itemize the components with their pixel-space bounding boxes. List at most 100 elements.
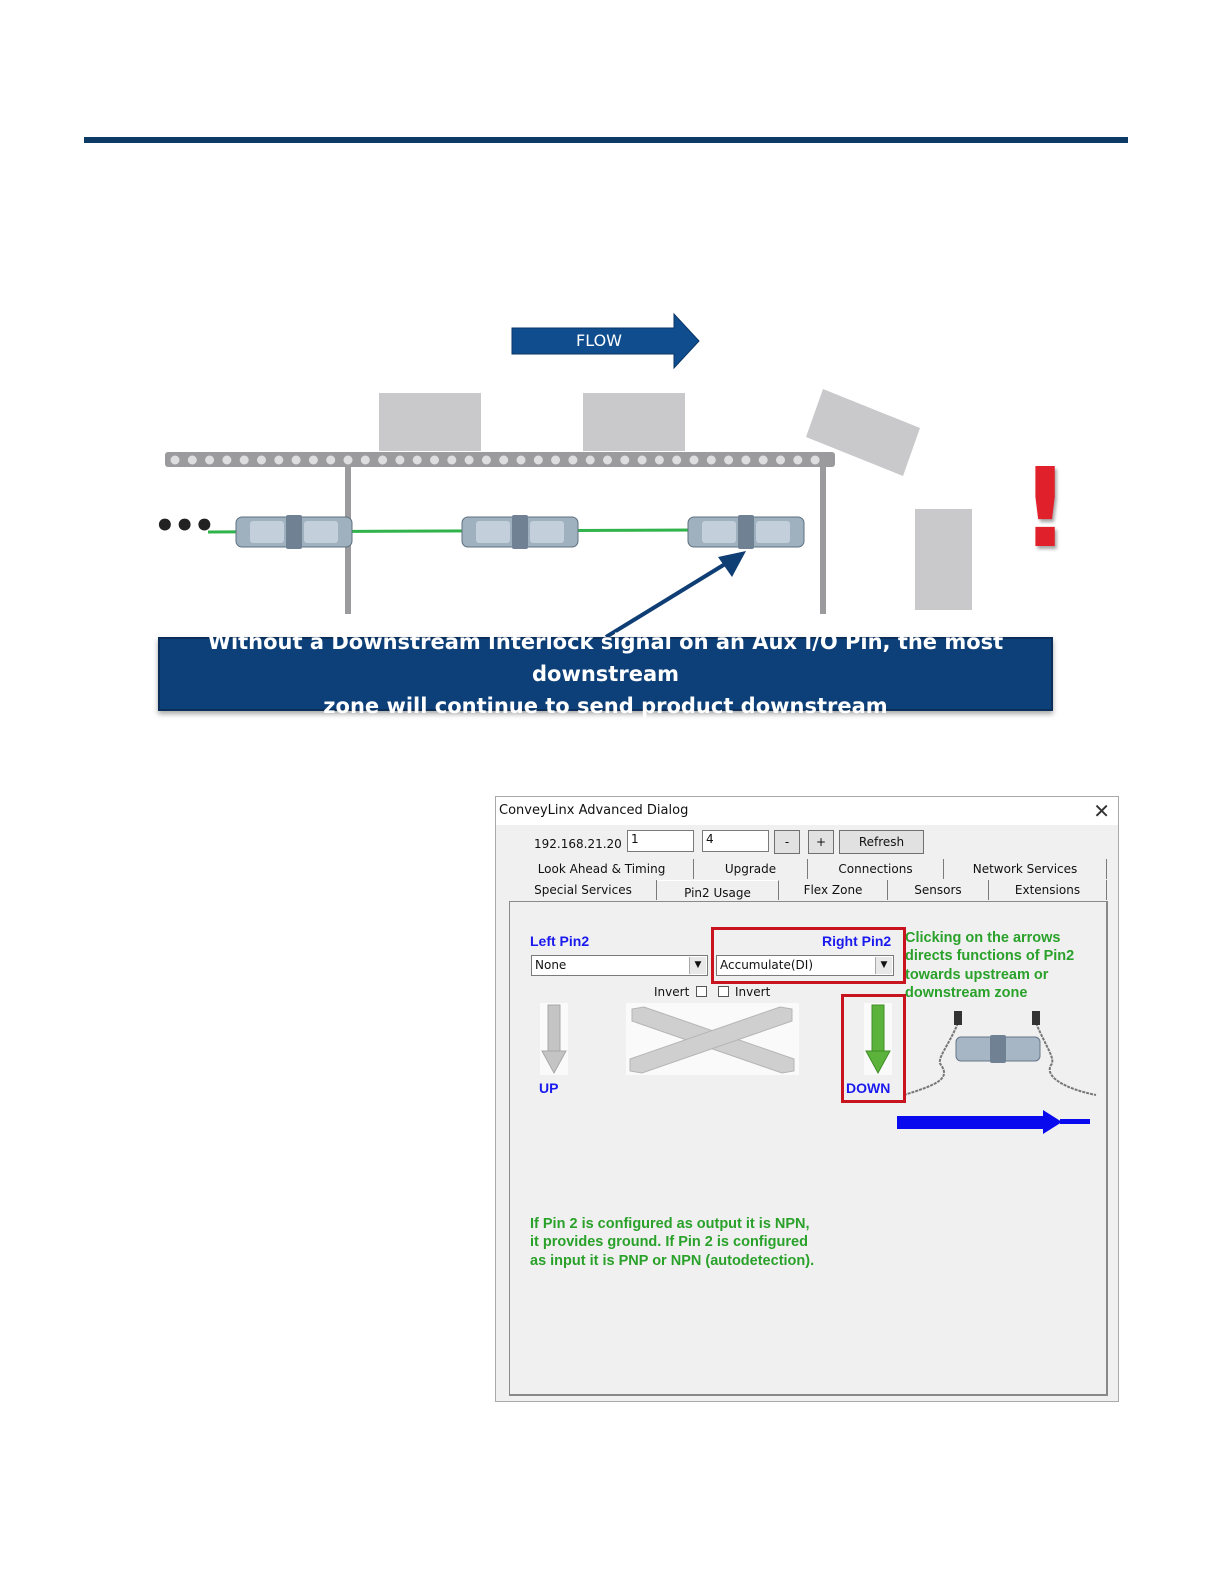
roller bbox=[308, 455, 318, 465]
pin2-note: If Pin 2 is configured as output it is N… bbox=[530, 1215, 814, 1270]
roller bbox=[776, 455, 785, 465]
upstream-arrow-icon bbox=[540, 1003, 568, 1075]
tab-pin2-usage[interactable]: Pin2 Usage bbox=[657, 880, 779, 900]
tab-connections[interactable]: Connections bbox=[808, 859, 944, 879]
roller bbox=[758, 455, 768, 465]
roller bbox=[464, 455, 474, 465]
roller bbox=[257, 455, 266, 465]
callout-line-1: Without a Downstream Interlock signal on… bbox=[207, 630, 1004, 686]
flow-label: FLOW bbox=[576, 331, 622, 350]
refresh-button[interactable]: Refresh bbox=[839, 830, 924, 854]
arrows-note: Clicking on the arrows directs functions… bbox=[905, 929, 1074, 1002]
ip-address: 192.168.21.20 bbox=[534, 837, 622, 851]
roller bbox=[170, 455, 180, 465]
tab-row-2: Special Services Pin2 Usage Flex Zone Se… bbox=[510, 880, 1107, 900]
downstream-arrow-icon bbox=[864, 1003, 892, 1075]
controller-module-2 bbox=[461, 515, 579, 549]
arrows-note-line: towards upstream or bbox=[905, 966, 1049, 983]
falling-package-box bbox=[806, 389, 920, 476]
pin2-note-line: as input it is PNP or NPN (autodetection… bbox=[530, 1252, 815, 1269]
right-pin2-highlight bbox=[711, 927, 906, 984]
advanced-dialog: ConveyLinx Advanced Dialog ✕ 192.168.21.… bbox=[495, 796, 1119, 1402]
tab-row-1: Look Ahead & Timing Upgrade Connections … bbox=[510, 859, 1107, 879]
callout-line-2: zone will continue to send product downs… bbox=[323, 694, 888, 718]
roller bbox=[551, 455, 561, 465]
header-rule bbox=[84, 137, 1128, 143]
roller bbox=[724, 455, 734, 465]
roller bbox=[412, 455, 422, 465]
tab-look-ahead[interactable]: Look Ahead & Timing bbox=[510, 859, 694, 879]
pointer-arrow-line bbox=[604, 559, 732, 639]
roller bbox=[672, 455, 682, 465]
controller-module-icon bbox=[903, 1011, 1097, 1096]
roller bbox=[430, 455, 439, 465]
roller bbox=[291, 455, 301, 465]
roller bbox=[516, 455, 526, 465]
roller bbox=[585, 455, 595, 465]
invert-left-checkbox[interactable] bbox=[696, 986, 707, 997]
controller-module-1 bbox=[235, 515, 353, 549]
roller bbox=[222, 455, 232, 465]
invert-left-label: Invert bbox=[654, 985, 690, 999]
roller bbox=[274, 455, 284, 465]
tab-flex-zone[interactable]: Flex Zone bbox=[779, 880, 888, 900]
flow-direction-arrow bbox=[897, 1110, 1090, 1134]
up-label[interactable]: UP bbox=[539, 1080, 559, 1096]
roller bbox=[603, 455, 612, 465]
down-label[interactable]: DOWN bbox=[846, 1080, 891, 1096]
package-box bbox=[583, 393, 685, 451]
chevron-down-icon[interactable]: ▼ bbox=[689, 957, 706, 974]
tab-extensions[interactable]: Extensions bbox=[989, 880, 1107, 900]
conveyor-leg bbox=[820, 467, 826, 614]
pin2-note-line: it provides ground. If Pin 2 is configur… bbox=[530, 1234, 808, 1251]
pin2-note-line: If Pin 2 is configured as output it is N… bbox=[530, 1216, 810, 1232]
roller bbox=[378, 455, 388, 465]
arrows-note-line: Clicking on the arrows bbox=[905, 930, 1061, 946]
controller-module-3 bbox=[687, 515, 805, 549]
right-pin2-select[interactable]: Accumulate(DI) ▼ bbox=[716, 955, 894, 976]
flow-arrow bbox=[511, 312, 700, 370]
right-pin2-value: Accumulate(DI) bbox=[720, 958, 814, 972]
roller bbox=[568, 455, 578, 465]
roller bbox=[343, 455, 353, 465]
roller bbox=[741, 455, 751, 465]
left-pin2-select[interactable]: None ▼ bbox=[531, 955, 708, 976]
roller bbox=[706, 455, 716, 465]
roller bbox=[326, 455, 336, 465]
roller bbox=[360, 455, 370, 465]
arrows-note-line: downstream zone bbox=[905, 984, 1028, 1001]
pin2-arrows-graphic bbox=[540, 1003, 1097, 1134]
exclamation-icon: ! bbox=[1020, 444, 1071, 572]
tab-upgrade[interactable]: Upgrade bbox=[694, 859, 808, 879]
title-bar: ConveyLinx Advanced Dialog ✕ bbox=[496, 797, 1118, 825]
invert-right-checkbox[interactable] bbox=[718, 986, 729, 997]
tab-network-services[interactable]: Network Services bbox=[944, 859, 1107, 879]
left-pin2-value: None bbox=[535, 958, 567, 972]
package-box bbox=[379, 393, 481, 451]
cross-arrows-icon bbox=[626, 1003, 799, 1075]
roller bbox=[533, 455, 543, 465]
field-1-input[interactable]: 1 bbox=[627, 830, 694, 852]
roller bbox=[187, 455, 197, 465]
roller bbox=[689, 455, 699, 465]
roller bbox=[637, 455, 647, 465]
down-arrow-highlight bbox=[841, 994, 906, 1103]
roller bbox=[810, 455, 820, 465]
arrows-note-line: directs functions of Pin2 bbox=[905, 948, 1075, 965]
invert-right-label: Invert bbox=[735, 985, 771, 999]
plus-button[interactable]: + bbox=[808, 830, 834, 854]
roller bbox=[481, 455, 491, 465]
minus-button[interactable]: - bbox=[774, 830, 800, 854]
close-icon[interactable]: ✕ bbox=[1093, 799, 1110, 823]
conveyor-rollers bbox=[170, 455, 820, 465]
field-2-input[interactable]: 4 bbox=[702, 830, 769, 852]
chevron-down-icon[interactable]: ▼ bbox=[875, 957, 892, 974]
tab-sensors[interactable]: Sensors bbox=[888, 880, 989, 900]
roller bbox=[395, 455, 405, 465]
roller bbox=[654, 455, 664, 465]
tab-special-services[interactable]: Special Services bbox=[510, 880, 657, 900]
callout-banner: Without a Downstream Interlock signal on… bbox=[158, 630, 1053, 718]
roller bbox=[239, 455, 249, 465]
pin2-usage-panel bbox=[509, 901, 1108, 1396]
roller bbox=[499, 455, 509, 465]
